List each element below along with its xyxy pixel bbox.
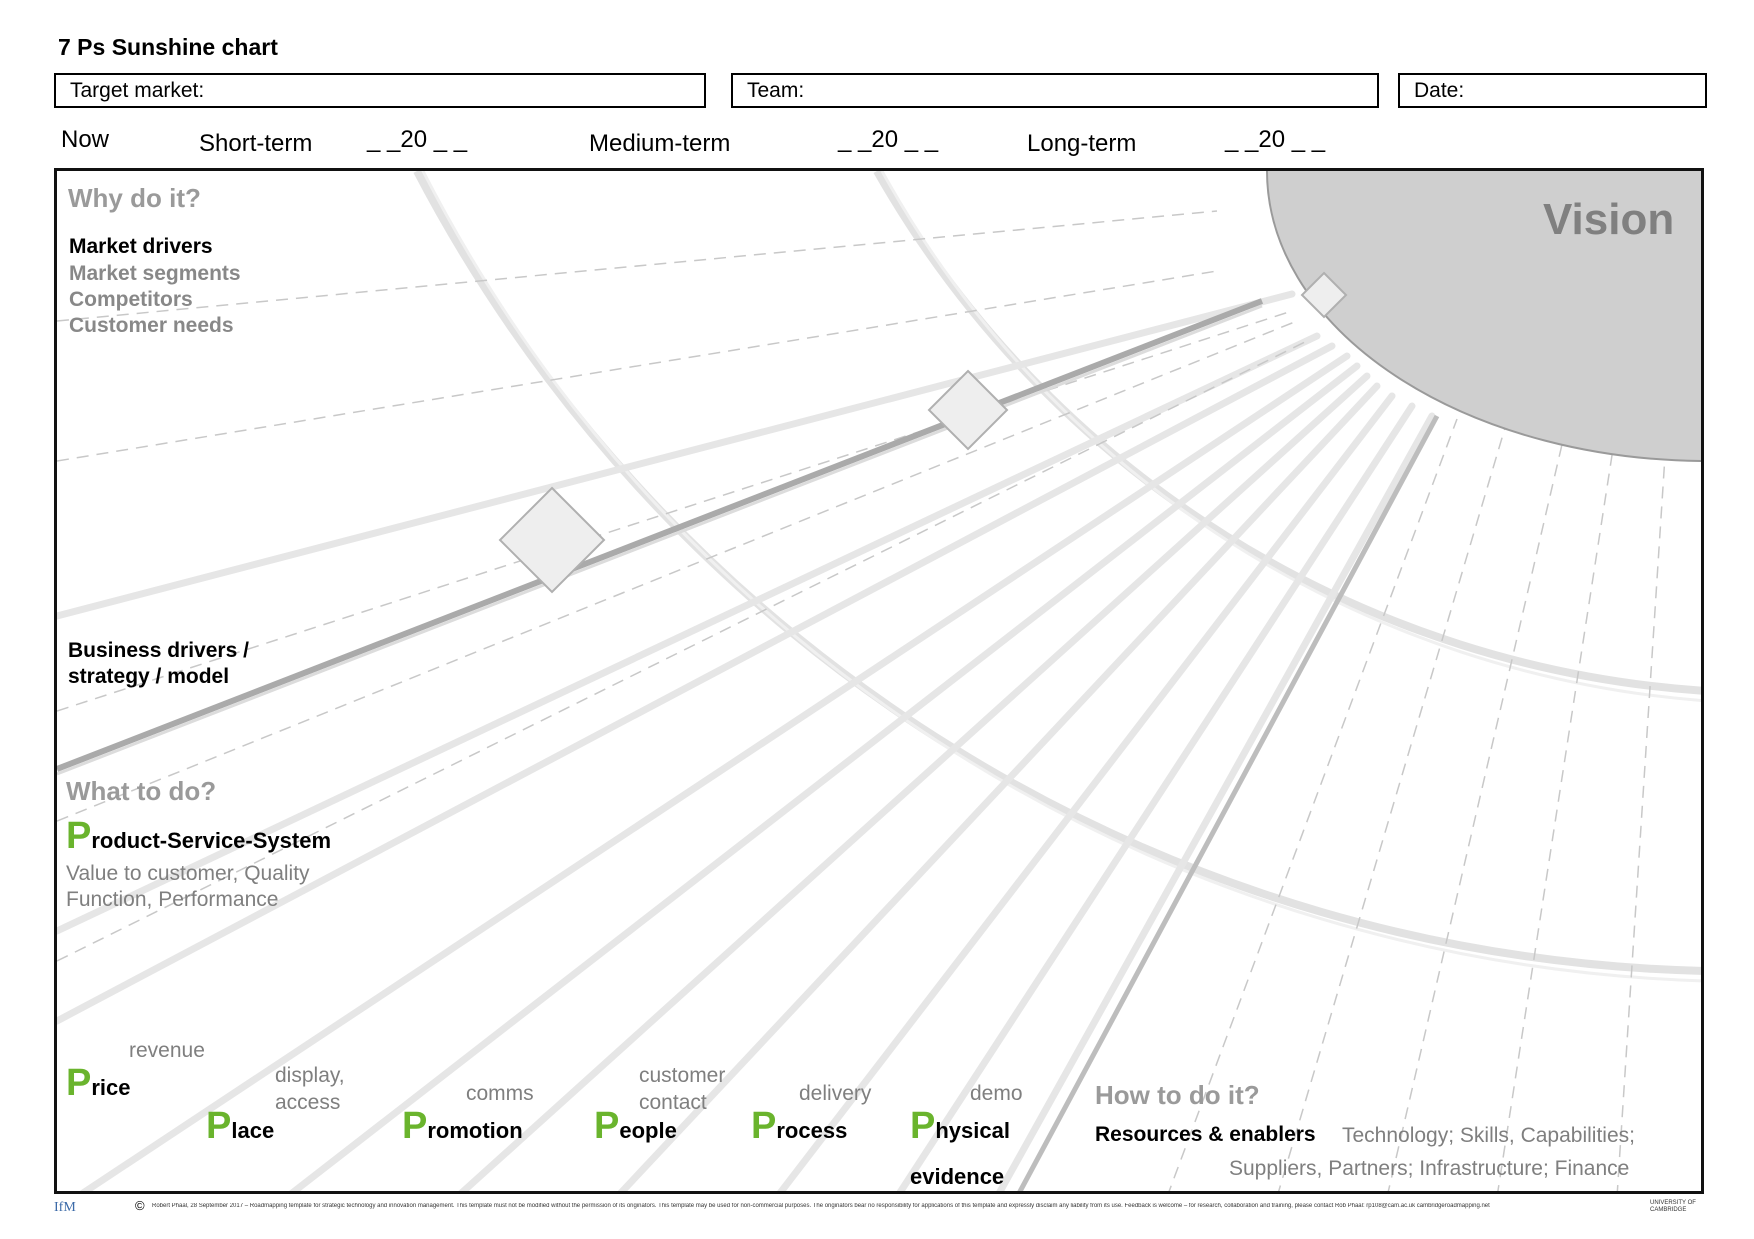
physical-note: demo xyxy=(970,1082,1023,1105)
dashed-lines xyxy=(57,210,1668,1191)
what-heading: What to do? xyxy=(66,776,217,806)
product-service-system-label: Product-Service-System xyxy=(66,815,331,858)
process-rest: rocess xyxy=(776,1118,848,1143)
why-heading: Why do it? xyxy=(68,183,201,213)
price-note: revenue xyxy=(129,1039,205,1062)
timeline-short-year: _ _20 _ _ xyxy=(367,126,468,153)
price-label: Price xyxy=(66,1062,131,1105)
price-letter: P xyxy=(66,1062,92,1104)
people-rest: eople xyxy=(619,1118,677,1143)
timeline-medium-term: Medium-term xyxy=(589,130,731,157)
promotion-letter: P xyxy=(402,1105,428,1147)
market-drivers-label: Market drivers xyxy=(69,235,213,258)
target-market-field[interactable]: Target market: xyxy=(54,73,706,108)
process-note: delivery xyxy=(799,1082,872,1105)
resources-enablers-label: Resources & enablers xyxy=(1095,1123,1316,1146)
timeline-short-term: Short-term xyxy=(199,130,313,157)
arc-long-term xyxy=(873,171,1701,695)
resources-list-1: Technology; Skills, Capabilities; xyxy=(1342,1124,1635,1147)
resources-list-2: Suppliers, Partners; Infrastructure; Fin… xyxy=(1229,1157,1630,1180)
cambridge-logo: UNIVERSITY OF CAMBRIDGE xyxy=(1650,1200,1696,1213)
competitors-label: Competitors xyxy=(69,288,193,311)
people-note-2: contact xyxy=(639,1091,707,1114)
physical-letter: P xyxy=(910,1105,936,1147)
customer-needs-label: Customer needs xyxy=(69,314,234,337)
timeline-now: Now xyxy=(61,126,110,153)
team-field[interactable]: Team: xyxy=(731,73,1379,108)
team-label: Team: xyxy=(747,79,805,102)
people-label: People xyxy=(594,1105,677,1148)
footer-credit: Robert Phaal, 28 September 2017 – Roadma… xyxy=(152,1203,1490,1209)
place-rest: lace xyxy=(231,1118,275,1143)
promotion-rest: romotion xyxy=(427,1118,523,1143)
promotion-label: Promotion xyxy=(402,1105,523,1148)
date-label: Date: xyxy=(1414,79,1465,102)
timeline-medium-year: _ _20 _ _ xyxy=(838,126,939,153)
people-letter: P xyxy=(594,1105,620,1147)
business-strategy-label: strategy / model xyxy=(68,665,230,688)
market-segments-label: Market segments xyxy=(69,262,241,285)
milestone-diamond-short xyxy=(498,486,606,594)
people-note-1: customer xyxy=(639,1064,726,1087)
how-heading: How to do it? xyxy=(1095,1080,1260,1110)
place-letter: P xyxy=(206,1105,232,1147)
process-label: Process xyxy=(751,1105,847,1148)
pss-letter: P xyxy=(66,815,92,857)
timeline-long-term: Long-term xyxy=(1027,130,1137,157)
business-drivers-label: Business drivers / xyxy=(68,639,249,662)
pss-rest: roduct-Service-System xyxy=(91,828,332,853)
copyright-icon: © xyxy=(135,1198,145,1213)
date-field[interactable]: Date: xyxy=(1398,73,1707,108)
promotion-note: comms xyxy=(466,1082,534,1105)
pss-description-2: Function, Performance xyxy=(66,888,279,911)
timeline-long-year: _ _20 _ _ xyxy=(1225,126,1326,153)
physical-evidence-label-2: evidence xyxy=(910,1164,1005,1189)
process-letter: P xyxy=(751,1105,777,1147)
vision-label: Vision xyxy=(1543,195,1675,244)
sunshine-diagram xyxy=(57,171,1701,1191)
place-label: Place xyxy=(206,1105,274,1148)
milestone-diamond-long xyxy=(1300,271,1348,319)
ray-lines xyxy=(57,290,1436,1191)
place-note-1: display, xyxy=(275,1064,345,1087)
price-rest: rice xyxy=(91,1075,131,1100)
pss-description-1: Value to customer, Quality xyxy=(66,862,310,885)
target-market-label: Target market: xyxy=(70,79,205,102)
physical-rest: hysical xyxy=(935,1118,1010,1143)
page-title: 7 Ps Sunshine chart xyxy=(58,34,278,60)
vision-sun xyxy=(1266,171,1701,462)
milestone-diamond-medium xyxy=(927,369,1009,451)
physical-evidence-label: Physical xyxy=(910,1105,1010,1148)
business-drivers-line xyxy=(57,298,1264,772)
sunshine-chart: Why do it? Market drivers Market segment… xyxy=(54,168,1704,1194)
ifm-logo: IfM xyxy=(54,1200,76,1215)
place-note-2: access xyxy=(275,1091,341,1114)
